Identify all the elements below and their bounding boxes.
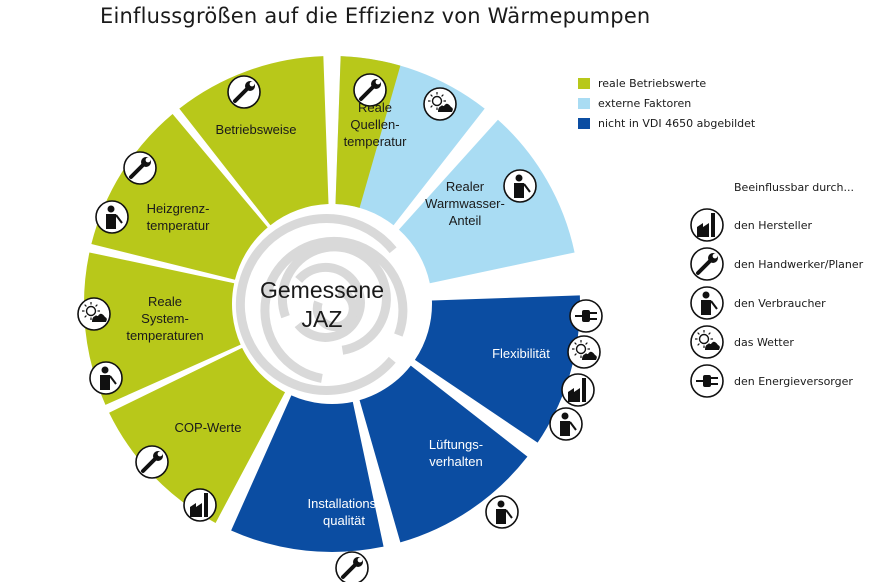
spiral-ring (260, 236, 408, 384)
segment-shape (359, 365, 528, 543)
segment-label-line: temperaturen (126, 328, 203, 343)
segment-label-line: temperatur (147, 218, 211, 233)
segment-label: COP-Werte (175, 420, 242, 435)
segment-lueftungsverhalten: Lüftungs-verhalten (359, 365, 528, 543)
weather-icon (77, 297, 111, 331)
segment-label: Flexibilität (492, 346, 550, 361)
spiral-ring (277, 242, 391, 356)
segment-label-line: qualität (323, 513, 365, 528)
page-title: Einflussgrößen auf die Effizienz von Wär… (100, 4, 651, 28)
segment-label-line: Betriebsweise (216, 122, 297, 137)
wrench-icon (135, 445, 169, 479)
segment-label-line: Reale (148, 294, 182, 309)
segment-shape (231, 395, 384, 552)
weather-icon (567, 335, 601, 369)
influence-label-weather: das Wetter (734, 336, 794, 349)
weather-icon (690, 325, 724, 359)
wrench-icon (690, 247, 724, 281)
segment-label-line: Lüftungs- (429, 437, 483, 452)
influence-label-installer: den Handwerker/Planer (734, 258, 864, 271)
legend-swatch-external (578, 98, 590, 109)
influence-legend-title: Beeinflussbar durch... (734, 181, 854, 194)
segment-label-line: Warmwasser- (425, 196, 505, 211)
spiral-ring (312, 286, 358, 332)
plug-icon (690, 364, 724, 398)
segment-label-line: Quellen- (350, 117, 399, 132)
segment-shape (414, 295, 580, 443)
factory-icon (183, 488, 217, 522)
center-spiral (235, 213, 417, 395)
person-icon (503, 169, 537, 203)
influence-label-consumer: den Verbraucher (734, 297, 826, 310)
segment-label: Heizgrenz-temperatur (147, 201, 211, 233)
legend-label-notvdi: nicht in VDI 4650 abgebildet (598, 117, 756, 130)
segment-installationsqualitaet: Installations-qualität (231, 395, 384, 552)
wrench-icon (353, 73, 387, 107)
spiral-ring (285, 262, 365, 342)
segment-label-line: Installations- (308, 496, 381, 511)
segment-flexibilitaet: Flexibilität (414, 295, 580, 443)
segment-label: Lüftungs-verhalten (429, 437, 483, 469)
legend-swatch-real (578, 78, 590, 89)
weather-icon (423, 87, 457, 121)
segment-label-line: verhalten (429, 454, 482, 469)
segment-shape (83, 252, 241, 405)
spiral-ring (235, 213, 417, 395)
person-icon (485, 495, 519, 529)
person-icon (690, 286, 724, 320)
influence-label-manufacturer: den Hersteller (734, 219, 812, 232)
person-icon (549, 407, 583, 441)
factory-icon (561, 373, 595, 407)
segment-label: Betriebsweise (216, 122, 297, 137)
person-icon (95, 200, 129, 234)
wrench-icon (335, 551, 369, 582)
segment-label-line: Heizgrenz- (147, 201, 210, 216)
segment-label-line: COP-Werte (175, 420, 242, 435)
factory-icon (690, 208, 724, 242)
legend-label-external: externe Faktoren (598, 97, 692, 110)
legend-label-real: reale Betriebswerte (598, 77, 707, 90)
segment-shape (179, 56, 329, 226)
influence-label-energy-supplier: den Energieversorger (734, 375, 853, 388)
segment-betriebsweise: Betriebsweise (179, 56, 329, 226)
center-label-line2: JAZ (302, 306, 343, 332)
segment-label: Installations-qualität (308, 496, 381, 528)
segment-label-line: Realer (446, 179, 485, 194)
segment-shape (109, 347, 286, 523)
person-icon (89, 361, 123, 395)
segment-shape (398, 119, 575, 284)
center-label-line1: Gemessene (260, 277, 384, 303)
segment-label-line: Flexibilität (492, 346, 550, 361)
segment-label-line: System- (141, 311, 189, 326)
legend-swatch-notvdi (578, 118, 590, 129)
segment-label-line: Anteil (449, 213, 482, 228)
segment-cop-werte: COP-Werte (109, 347, 286, 523)
plug-icon (569, 299, 603, 333)
wrench-icon (123, 151, 157, 185)
wrench-icon (227, 75, 261, 109)
segment-label-line: temperatur (344, 134, 408, 149)
